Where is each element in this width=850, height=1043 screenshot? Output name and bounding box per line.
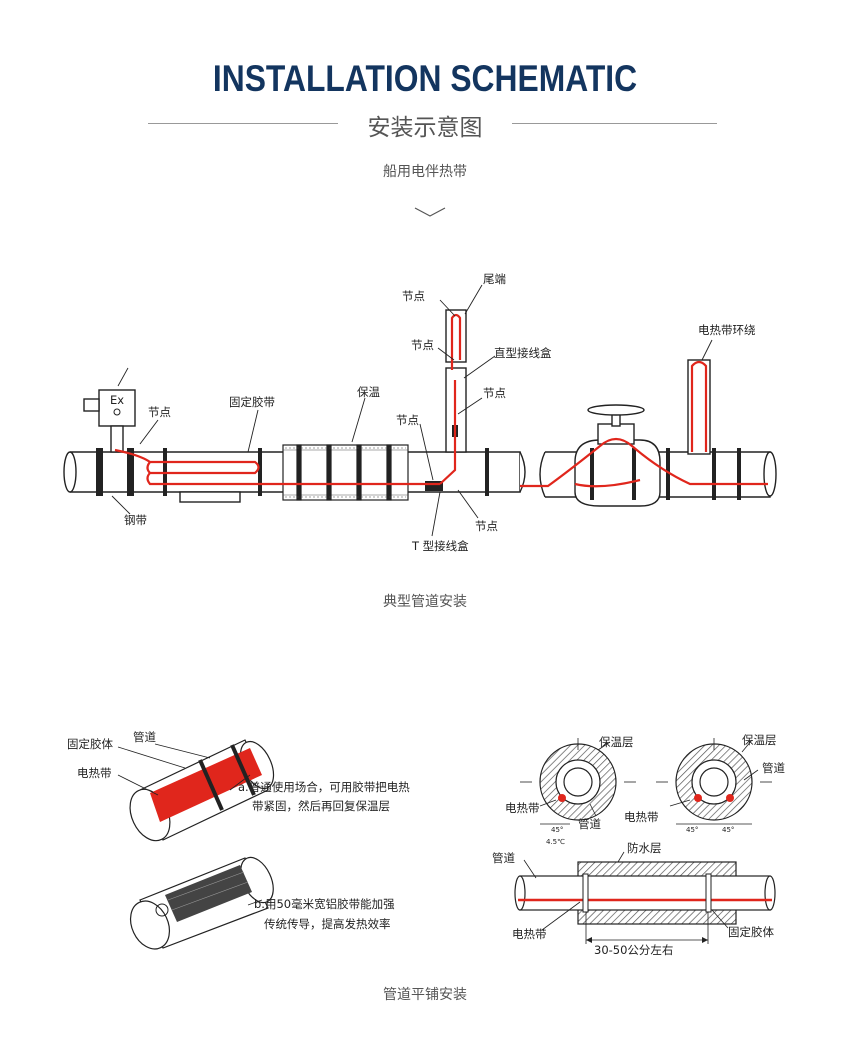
label-node-center: 节点 [396,413,419,427]
label-pipe-3: 管道 [492,851,515,865]
note-a-line1: a.普通使用场合，可用胶带把电热 [238,780,410,794]
label-pipe-a: 管道 [133,730,156,744]
divider-left [148,123,338,124]
label-tail: 尾端 [483,272,506,286]
subtitle: 安装示意图 [367,115,483,141]
label-fixing-glue-3: 固定胶体 [728,925,774,939]
label-cable-wrap: 电热带环绕 [698,323,756,337]
label-heat-cable-1: 电热带 [505,801,540,815]
label-angle-2a: 45° [686,826,698,834]
label-pipe-2: 管道 [762,761,785,775]
label-steel-band: 钢带 [124,513,147,527]
label-angle-note: 4.5℃ [546,838,565,846]
label-node-bottom: 节点 [475,519,498,533]
label-insulation: 保温 [357,385,380,399]
label-angle-2b: 45° [722,826,734,834]
page-title: INSTALLATION SCHEMATIC [212,58,638,99]
note-a-line2: 带紧固，然后再回复保温层 [252,799,390,813]
label-node-mid: 节点 [411,338,434,352]
label-straight-box: 直型接线盒 [494,346,552,360]
ex-mark: Ex [110,393,124,407]
label-pipe-1: 管道 [578,817,601,831]
label-node-top: 节点 [402,289,425,303]
label-insul-1: 保温层 [599,735,634,749]
label-waterproof: 防水层 [627,841,662,855]
label-t-box: T 型接线盒 [411,539,469,553]
subtitle-row: 安装示意图 [0,110,850,141]
label-node-right: 节点 [483,386,506,400]
label-heat-cable-2: 电热带 [624,810,659,824]
note-b-line1: b.用50毫米宽铝胶带能加强 [254,897,395,911]
label-heat-cable-3: 电热带 [512,927,547,941]
label-insul-2: 保温层 [742,733,777,747]
label-fixing-glue: 固定胶体 [67,737,113,751]
product-name: 船用电伴热带 [383,164,467,180]
caption-flat: 管道平铺安装 [383,987,467,1003]
label-heat-cable-a: 电热带 [77,766,112,780]
label-fixing-tape: 固定胶带 [229,395,275,409]
label-spacing: 30-50公分左右 [594,943,673,957]
divider-right [512,123,717,124]
label-angle-1: 45° [551,826,563,834]
note-b-line2: 传统传导，提高发热效率 [264,917,391,931]
label-node-left: 节点 [148,405,171,419]
caption-typical: 典型管道安装 [383,594,467,610]
